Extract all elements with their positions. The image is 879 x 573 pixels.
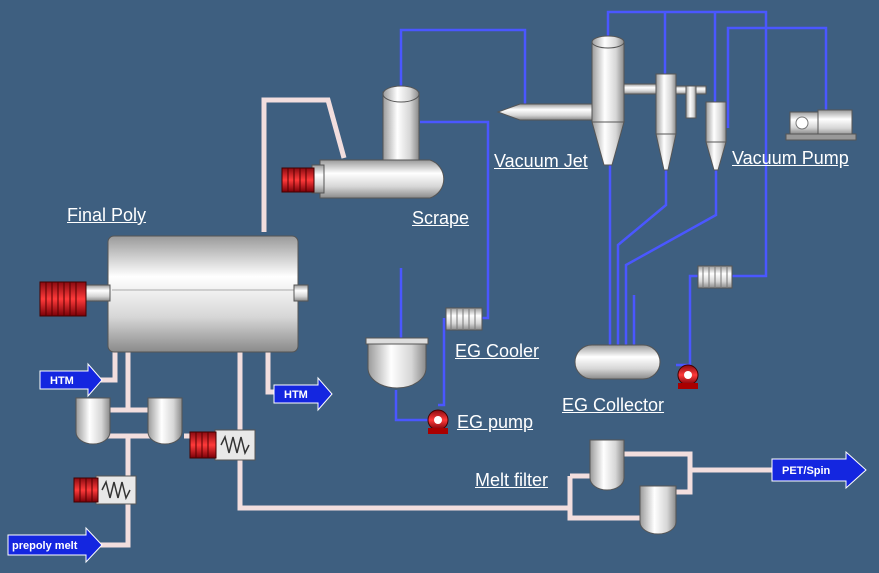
final-poly-reactor[interactable] [83, 235, 309, 353]
scrape-condenser[interactable] [311, 85, 445, 199]
poly-outlet-pipe [237, 352, 570, 511]
melt-filter-1[interactable] [589, 439, 625, 491]
final-poly-label[interactable]: Final Poly [67, 205, 147, 225]
htm-heater-2[interactable] [189, 429, 256, 461]
eg-cooler-2[interactable] [697, 265, 733, 289]
vacuum-jet-label[interactable]: Vacuum Jet [494, 151, 588, 171]
scrape-vapor-line [399, 28, 527, 104]
pet-spin-arrow[interactable]: PET/Spin [771, 450, 867, 490]
melt-filter-2[interactable] [639, 485, 677, 535]
collector-pump[interactable] [677, 364, 699, 389]
vacuum-lines [394, 10, 828, 422]
cooler2-line [676, 274, 700, 367]
htm-in-arrow[interactable]: HTM [39, 362, 103, 398]
cooler-to-pump-line [438, 318, 446, 407]
final-poly-motor[interactable] [39, 281, 87, 317]
scrape-hotwell-tank[interactable] [365, 337, 429, 389]
eg-cooler-label[interactable]: EG Cooler [455, 341, 540, 361]
poly-vapor-pipe [261, 97, 347, 232]
prepoly-melt-arrow[interactable]: prepoly melt [7, 526, 103, 564]
prepoly-melt-label: prepoly melt [12, 540, 78, 552]
vacuum-jet[interactable] [496, 35, 657, 166]
eg-collector-label[interactable]: EG Collector [562, 395, 665, 415]
vacuum-header-line [606, 10, 768, 278]
pet-spin-label: PET/Spin [782, 465, 831, 477]
eg-cooler[interactable] [445, 307, 483, 331]
vacuum-pump-line [726, 26, 828, 128]
eg-pump-label[interactable]: EG pump [457, 412, 534, 432]
eg-collector[interactable] [574, 344, 661, 380]
htm-tank-2[interactable] [147, 397, 183, 445]
ejector-stage-2[interactable] [655, 73, 707, 171]
filter-loop-pipe [567, 476, 640, 521]
scrape-label[interactable]: Scrape [412, 208, 470, 228]
htm-in-label: HTM [50, 375, 74, 387]
filter-lower-pipe [675, 470, 693, 495]
vacuum-pump-label[interactable]: Vacuum Pump [732, 148, 849, 168]
prepoly-pipe [95, 530, 131, 548]
ejector-stage-3[interactable] [705, 101, 727, 171]
scrape-to-cooler-line [420, 120, 490, 320]
scrape-motor[interactable] [281, 167, 315, 193]
vacuum-pump[interactable] [785, 109, 857, 141]
collector-drop-line-3 [624, 170, 718, 345]
melt-filter-label[interactable]: Melt filter [475, 470, 549, 490]
htm-out-arrow[interactable]: HTM [273, 376, 333, 412]
htm-tank-1[interactable] [75, 397, 111, 445]
htm-heater-1[interactable] [73, 475, 137, 505]
htm-in-pipe [100, 352, 118, 383]
filter-upper-pipe [622, 451, 775, 473]
collector-drop-line-2 [616, 170, 668, 345]
pump-to-eg-line [394, 390, 430, 422]
eg-pump[interactable] [427, 409, 449, 434]
htm-out-label: HTM [284, 389, 308, 401]
